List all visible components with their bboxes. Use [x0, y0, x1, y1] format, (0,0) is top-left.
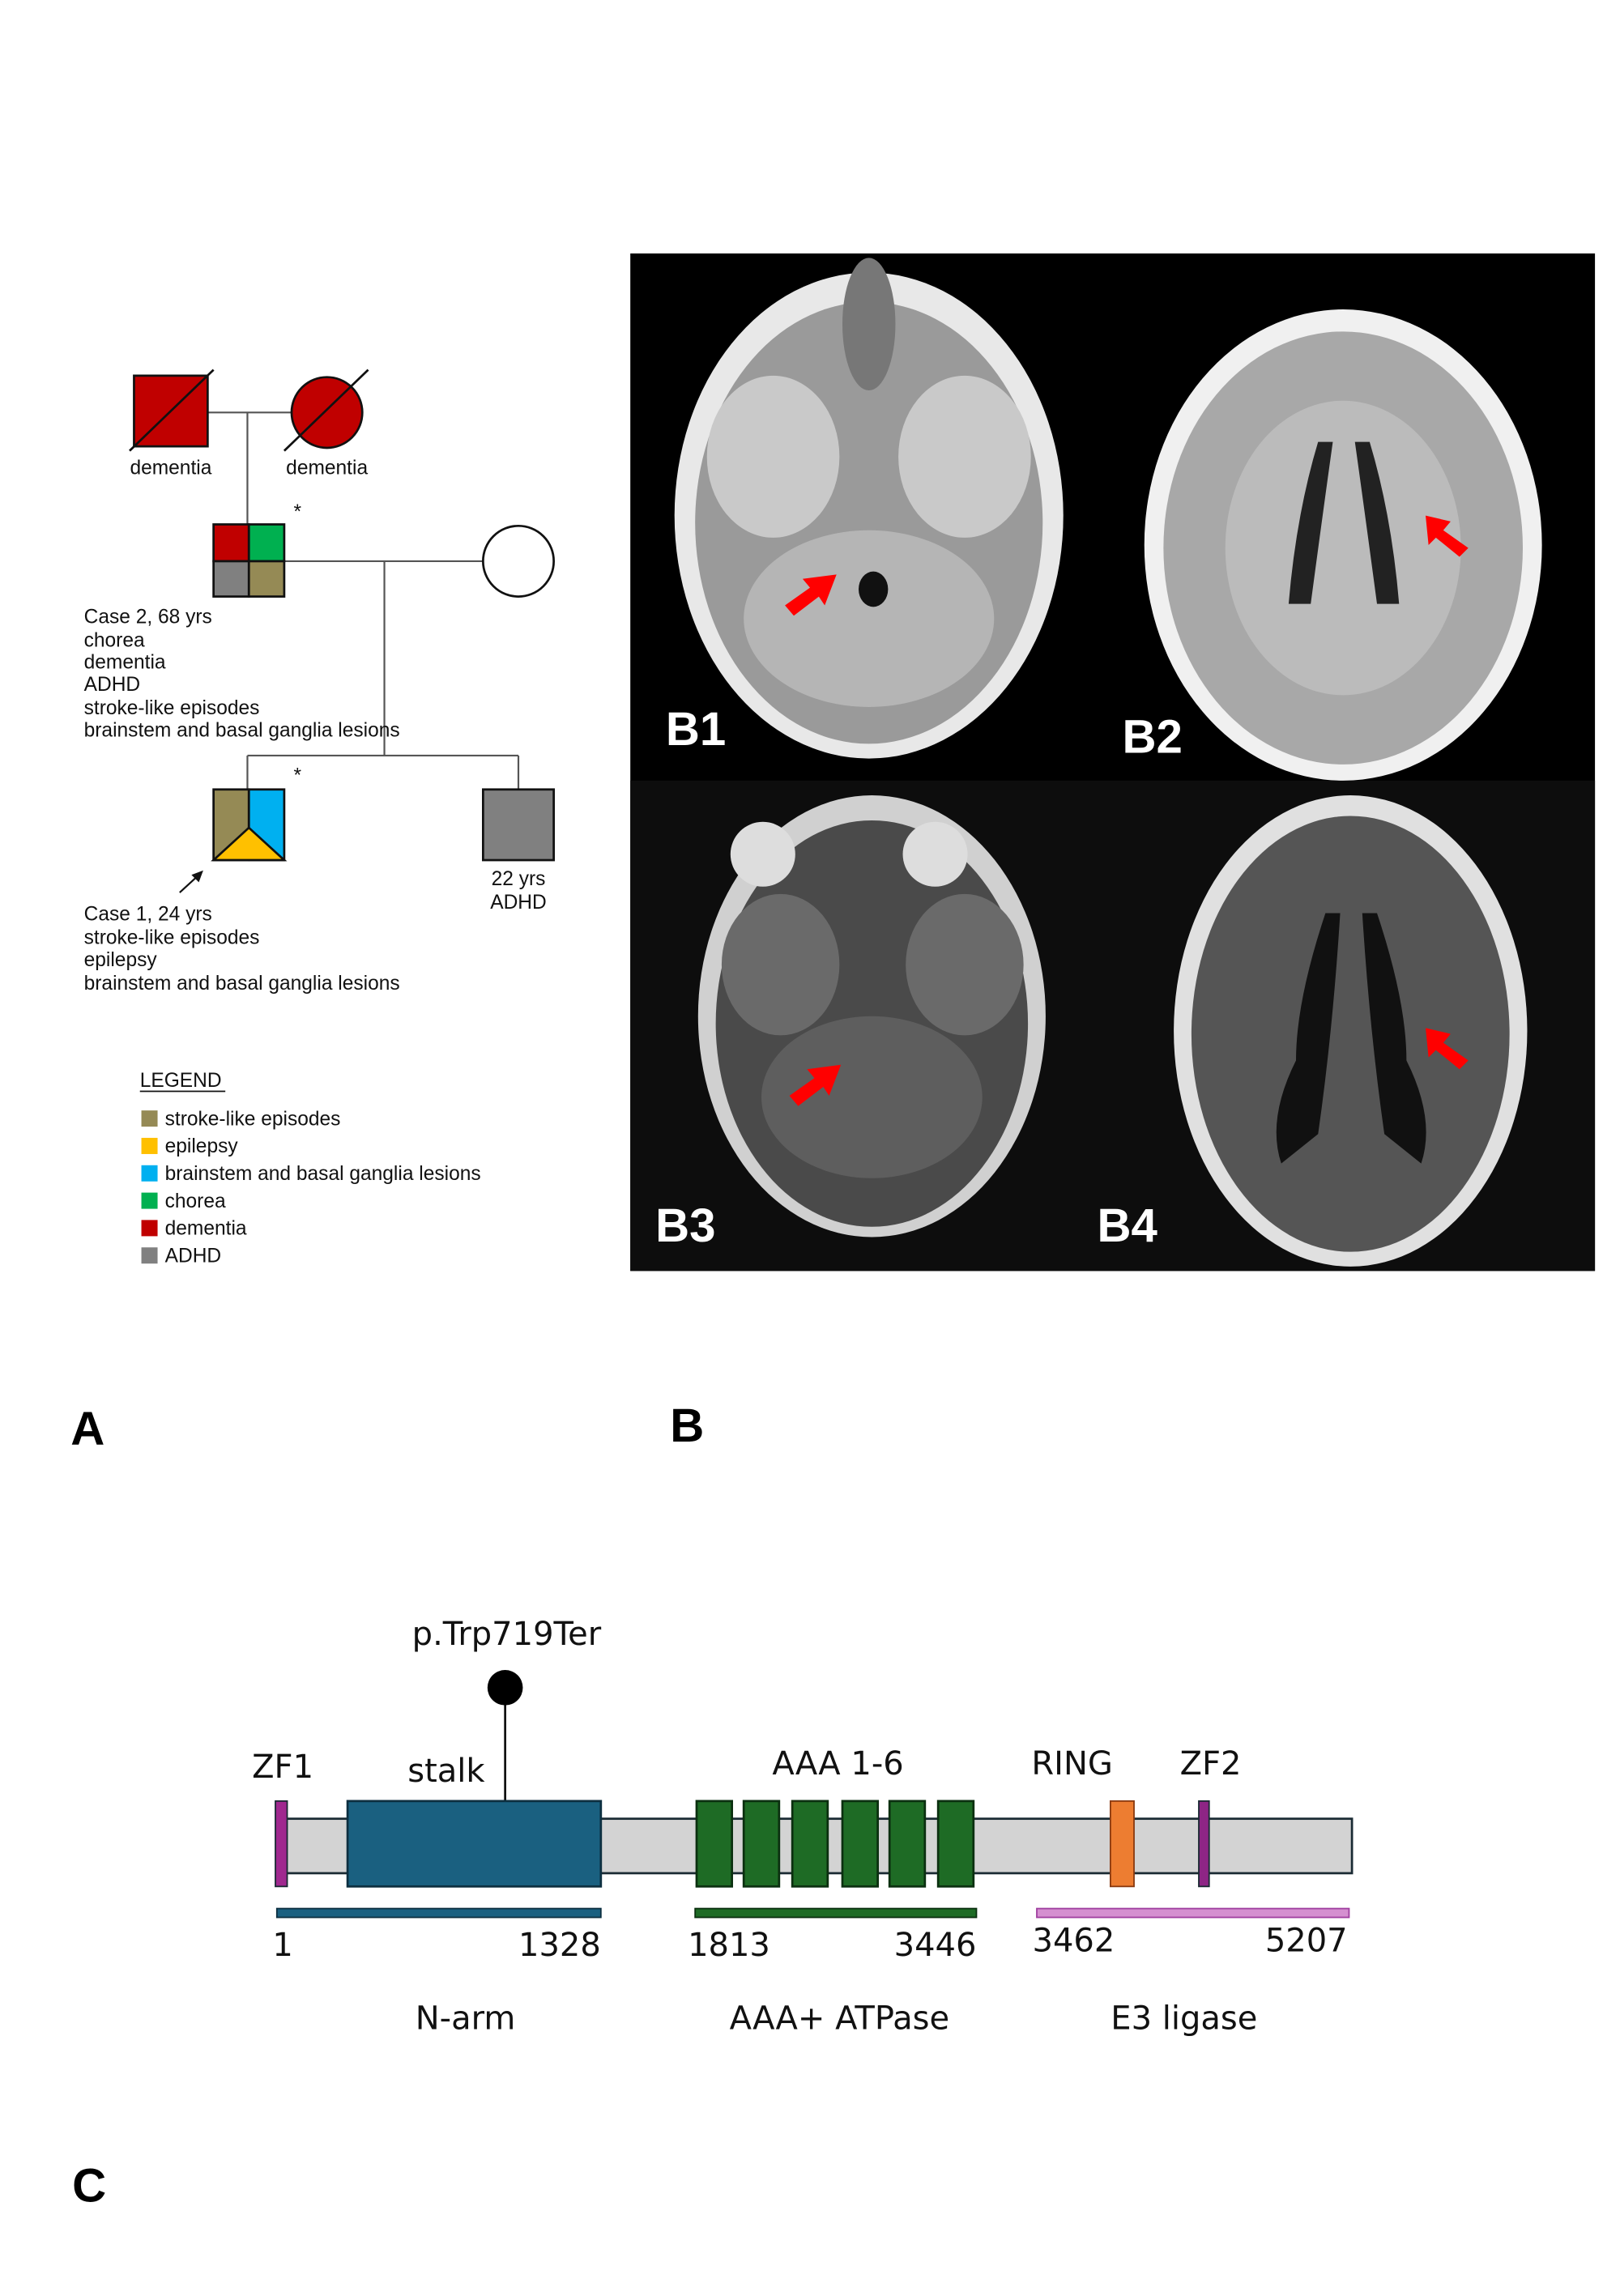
legend-swatch	[141, 1247, 158, 1264]
mri-b4-image	[1174, 795, 1528, 1267]
asterisk: *	[293, 765, 301, 787]
mri-b1-image	[674, 258, 1064, 759]
brother-age: 22 yrs	[492, 868, 546, 890]
variant-label: p.Trp719Ter	[412, 1616, 602, 1653]
legend: LEGEND stroke-like episodes epilepsy brain…	[139, 1070, 481, 1267]
pedigree	[207, 411, 520, 790]
region-start: 3462	[1033, 1922, 1115, 1959]
aaa-domains	[695, 1800, 975, 1888]
case1-symbol	[211, 788, 288, 862]
grandmother-label: dementia	[286, 458, 368, 479]
red-arrow-icon	[1426, 1028, 1469, 1070]
case2-line: chorea	[84, 629, 145, 651]
grandmother-symbol	[283, 368, 369, 452]
case2-text: Case 2, 68 yrs chorea dementia ADHD stro…	[84, 606, 400, 741]
stalk-domain	[346, 1800, 603, 1888]
mri-label-b4: B4	[1098, 1199, 1158, 1252]
legend-swatch	[141, 1137, 158, 1154]
case1-text: Case 1, 24 yrs stroke-like episodes epil…	[84, 904, 400, 995]
case2-line: ADHD	[84, 674, 141, 696]
red-arrow-icon	[1426, 515, 1469, 557]
case1-line: epilepsy	[84, 949, 158, 971]
wife-symbol	[482, 524, 555, 598]
legend-swatch	[141, 1165, 158, 1182]
zf1-label: ZF1	[252, 1749, 313, 1786]
case2-line: brainstem and basal ganglia lesions	[84, 719, 400, 741]
legend-item-label: brainstem and basal ganglia lesions	[165, 1163, 481, 1185]
legend-swatch	[141, 1110, 158, 1127]
case1-line: stroke-like episodes	[84, 927, 260, 949]
region-bar-n-arm	[275, 1907, 602, 1919]
region-bar-aaa	[694, 1907, 978, 1919]
region-name: AAA+ ATPase	[730, 2000, 950, 2038]
zf1-domain	[275, 1800, 288, 1888]
case1-line: Case 1, 24 yrs	[84, 904, 212, 926]
legend-swatch	[141, 1192, 158, 1209]
red-arrow-icon	[785, 574, 837, 616]
region-bar-e3	[1036, 1907, 1350, 1919]
case1-line: brainstem and basal ganglia lesions	[84, 973, 400, 995]
region-end: 5207	[1265, 1922, 1348, 1959]
mri-b2-image	[1144, 309, 1542, 781]
brother-condition: ADHD	[490, 892, 547, 914]
panel-label-c: C	[72, 2159, 106, 2212]
brother-symbol	[482, 788, 555, 862]
stalk-label: stalk	[407, 1753, 485, 1790]
region-name: N-arm	[416, 2000, 516, 2038]
zf2-label: ZF2	[1180, 1745, 1242, 1783]
protein-diagram: p.Trp719Ter ZF1 stalk AAA 1-6 RING ZF2 1…	[252, 1616, 1354, 2038]
proband-arrow-icon	[179, 870, 203, 893]
panel-label-a: A	[70, 1403, 104, 1455]
legend-title: LEGEND	[140, 1070, 222, 1092]
legend-item-label: chorea	[165, 1191, 226, 1212]
legend-swatch	[141, 1220, 158, 1237]
red-arrow-icon	[789, 1064, 842, 1106]
region-start: 1	[272, 1927, 292, 1964]
legend-item-label: dementia	[165, 1218, 247, 1240]
region-start: 1813	[688, 1927, 770, 1964]
mri-label-b1: B1	[666, 703, 726, 756]
grandfather-label: dementia	[130, 458, 211, 479]
zf2-domain	[1198, 1800, 1210, 1888]
ring-domain	[1110, 1800, 1135, 1888]
panel-label-b: B	[670, 1399, 704, 1452]
variant-marker	[487, 1670, 523, 1706]
mri-panel: B1 B2 B3 B4	[630, 253, 1596, 1272]
ring-label: RING	[1031, 1745, 1113, 1783]
legend-item-label: stroke-like episodes	[165, 1108, 341, 1130]
asterisk: *	[293, 501, 301, 523]
legend-item-label: epilepsy	[165, 1135, 239, 1157]
grandfather-symbol	[129, 368, 215, 452]
case2-line: dementia	[84, 652, 166, 674]
case2-line: stroke-like episodes	[84, 697, 260, 719]
mri-label-b2: B2	[1122, 710, 1182, 763]
mri-b3-image	[697, 795, 1046, 1237]
case2-line: Case 2, 68 yrs	[84, 606, 212, 628]
region-end: 3446	[894, 1927, 977, 1964]
region-name: E3 ligase	[1111, 2000, 1257, 2038]
aaa-label: AAA 1-6	[772, 1745, 903, 1783]
region-end: 1328	[518, 1927, 601, 1964]
legend-item-label: ADHD	[165, 1245, 222, 1267]
case2-symbol	[212, 523, 286, 598]
mri-label-b3: B3	[655, 1199, 715, 1252]
